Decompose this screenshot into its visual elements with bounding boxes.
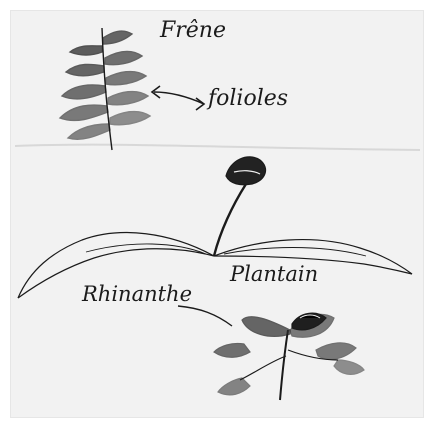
- plantain-stem: [214, 184, 246, 256]
- ash-leaflet-left-3: [62, 85, 106, 99]
- ash-leaflet-right-3: [106, 72, 146, 85]
- rhinanthe-pointer-line: [178, 306, 232, 326]
- plantain-icon: [18, 157, 412, 298]
- ash-leaflet-right-2: [105, 52, 142, 65]
- ash-leaflet-right-4: [108, 92, 148, 105]
- ash-leaflet-right-5: [110, 112, 150, 125]
- label-frene: Frêne: [160, 18, 226, 43]
- paper-fold-line: [15, 145, 420, 150]
- plantain-right-leaf-vein: [224, 248, 366, 257]
- ash-leaflet-left-4: [60, 105, 108, 120]
- ash-leaf-icon: [60, 28, 150, 150]
- rhinanthus-leaf-right-low: [334, 360, 364, 374]
- rhinanthus-side-stem: [240, 356, 286, 380]
- arrow-head-right: [196, 98, 204, 110]
- ash-leaflet-left-2: [66, 64, 104, 75]
- label-plantain: Plantain: [230, 262, 318, 286]
- rhinanthus-leaf-left-mid: [214, 343, 250, 357]
- rhinanthus-leaf-right-mid: [316, 343, 356, 359]
- rhinanthus-leaf-left-top: [242, 317, 290, 337]
- arrow-icon: [152, 86, 204, 110]
- label-rhinanthe: Rhinanthe: [82, 282, 192, 306]
- rhinanthus-icon: [214, 313, 364, 400]
- rhinanthus-main-stem: [280, 330, 288, 400]
- label-folioles: folioles: [208, 86, 288, 111]
- ash-leaflet-left-5: [68, 124, 110, 139]
- ash-leaflet-right-1: [103, 31, 132, 44]
- ash-leaflet-left-1: [70, 46, 102, 55]
- rhinanthus-leaf-left-low: [218, 378, 250, 395]
